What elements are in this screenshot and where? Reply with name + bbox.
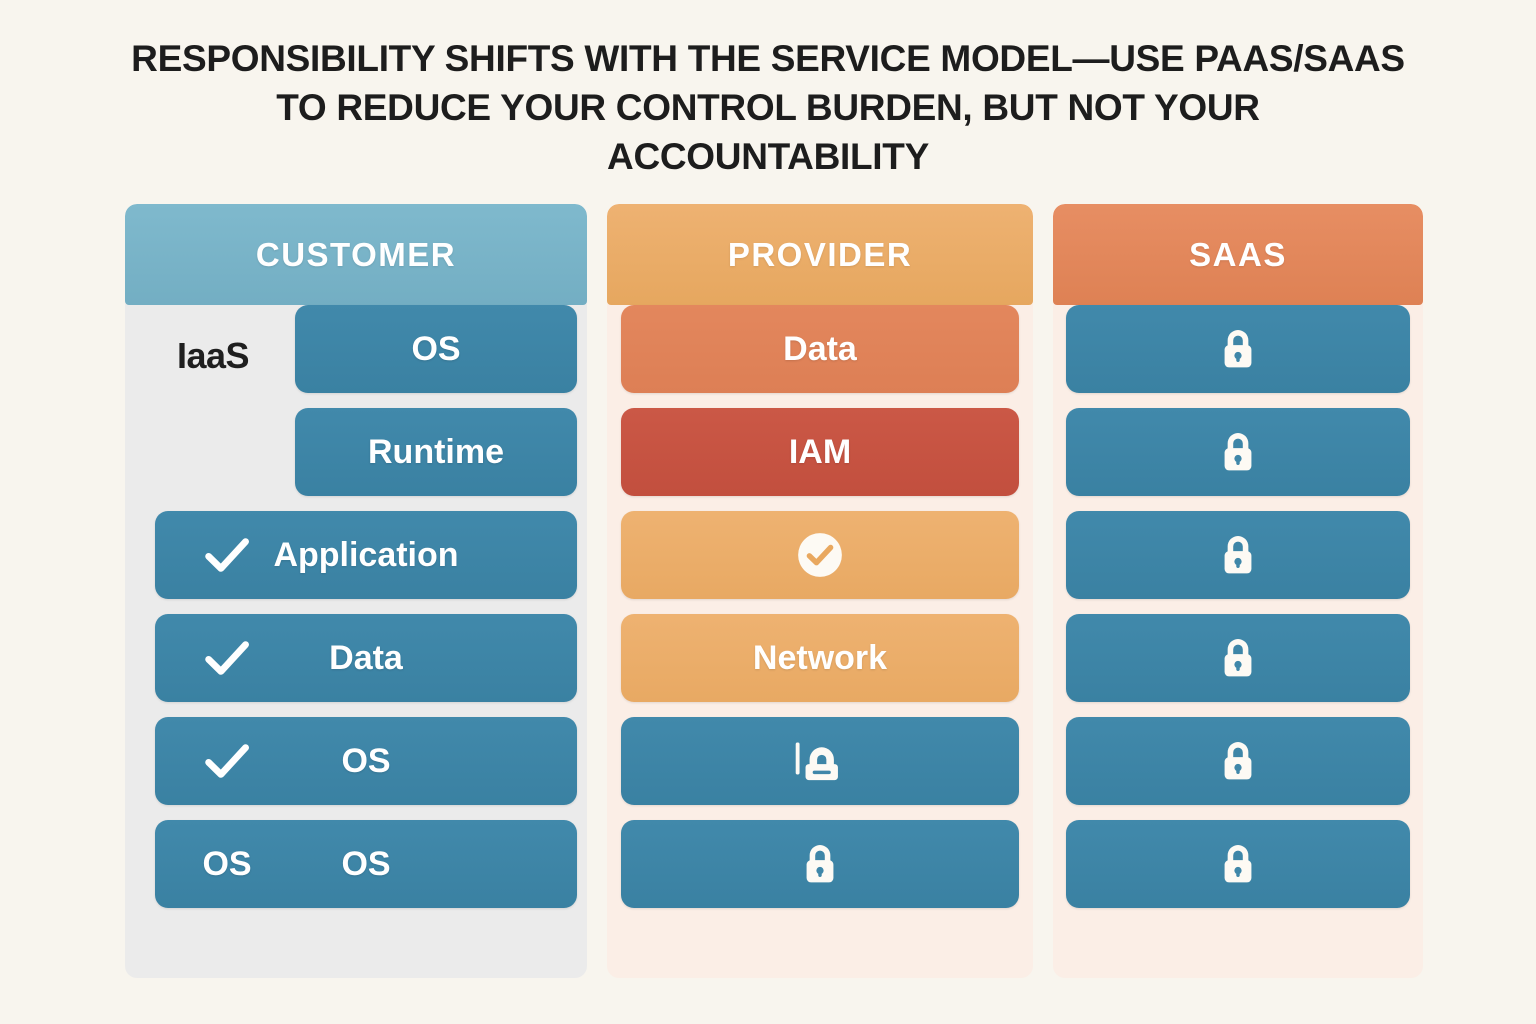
lock-icon bbox=[1066, 839, 1410, 889]
column-provider: PROVIDER Data IAM bbox=[607, 204, 1033, 978]
lock-icon bbox=[1066, 324, 1410, 374]
row-saas-3[interactable] bbox=[1066, 614, 1410, 702]
row-provider-2[interactable] bbox=[621, 511, 1019, 599]
row-customer-5[interactable]: OS OS bbox=[155, 820, 577, 908]
lock-icon bbox=[1066, 530, 1410, 580]
service-model-label-iaas: IaaS bbox=[177, 335, 250, 376]
checkmark-icon bbox=[195, 729, 259, 793]
lock-icon bbox=[1066, 427, 1410, 477]
row-customer-4[interactable]: OS bbox=[155, 717, 577, 805]
row-customer-5-lead: OS bbox=[195, 832, 259, 896]
row-saas-1[interactable] bbox=[1066, 408, 1410, 496]
row-customer-5-lead-label: OS bbox=[202, 844, 252, 883]
row-customer-2[interactable]: Application bbox=[155, 511, 577, 599]
row-provider-1-label: IAM bbox=[788, 432, 852, 471]
row-provider-5[interactable] bbox=[621, 820, 1019, 908]
lock-icon bbox=[621, 839, 1019, 889]
row-saas-5[interactable] bbox=[1066, 820, 1410, 908]
row-provider-3-label: Network bbox=[752, 638, 888, 677]
checkmark-icon bbox=[195, 626, 259, 690]
lock-icon bbox=[1066, 736, 1410, 786]
check-circle-icon bbox=[621, 530, 1019, 580]
column-header-saas: SaaS bbox=[1053, 204, 1423, 305]
lock-icon bbox=[1066, 633, 1410, 683]
column-header-customer: CUSTOMER bbox=[125, 204, 587, 305]
row-customer-2-label: Application bbox=[273, 535, 459, 574]
column-provider-rows: Data IAM Network bbox=[607, 305, 1033, 978]
row-customer-5-label: OS bbox=[341, 844, 391, 883]
column-customer: CUSTOMER IaaS OS Runtime Application bbox=[125, 204, 587, 978]
row-provider-0-label: Data bbox=[783, 329, 857, 368]
row-provider-3[interactable]: Network bbox=[621, 614, 1019, 702]
column-header-provider: PROVIDER bbox=[607, 204, 1033, 305]
row-customer-1-label: Runtime bbox=[368, 432, 504, 471]
row-customer-1[interactable]: Runtime bbox=[295, 408, 577, 496]
row-saas-0[interactable] bbox=[1066, 305, 1410, 393]
row-provider-4[interactable] bbox=[621, 717, 1019, 805]
column-customer-rows: IaaS OS Runtime Application bbox=[125, 305, 587, 978]
responsibility-matrix: CUSTOMER IaaS OS Runtime Application bbox=[125, 204, 1423, 978]
column-saas: SaaS bbox=[1053, 204, 1423, 978]
row-saas-4[interactable] bbox=[1066, 717, 1410, 805]
row-customer-3[interactable]: Data bbox=[155, 614, 577, 702]
row-saas-2[interactable] bbox=[1066, 511, 1410, 599]
row-customer-4-label: OS bbox=[341, 741, 391, 780]
row-customer-0-label: OS bbox=[411, 329, 461, 368]
checkmark-icon bbox=[195, 523, 259, 587]
column-saas-rows bbox=[1053, 305, 1423, 978]
row-provider-0[interactable]: Data bbox=[621, 305, 1019, 393]
row-provider-1[interactable]: IAM bbox=[621, 408, 1019, 496]
row-customer-0[interactable]: OS bbox=[295, 305, 577, 393]
row-customer-3-label: Data bbox=[329, 638, 403, 677]
page-title: Responsibility shifts with the service m… bbox=[131, 38, 1405, 177]
glitch-lock-icon bbox=[621, 735, 1019, 787]
